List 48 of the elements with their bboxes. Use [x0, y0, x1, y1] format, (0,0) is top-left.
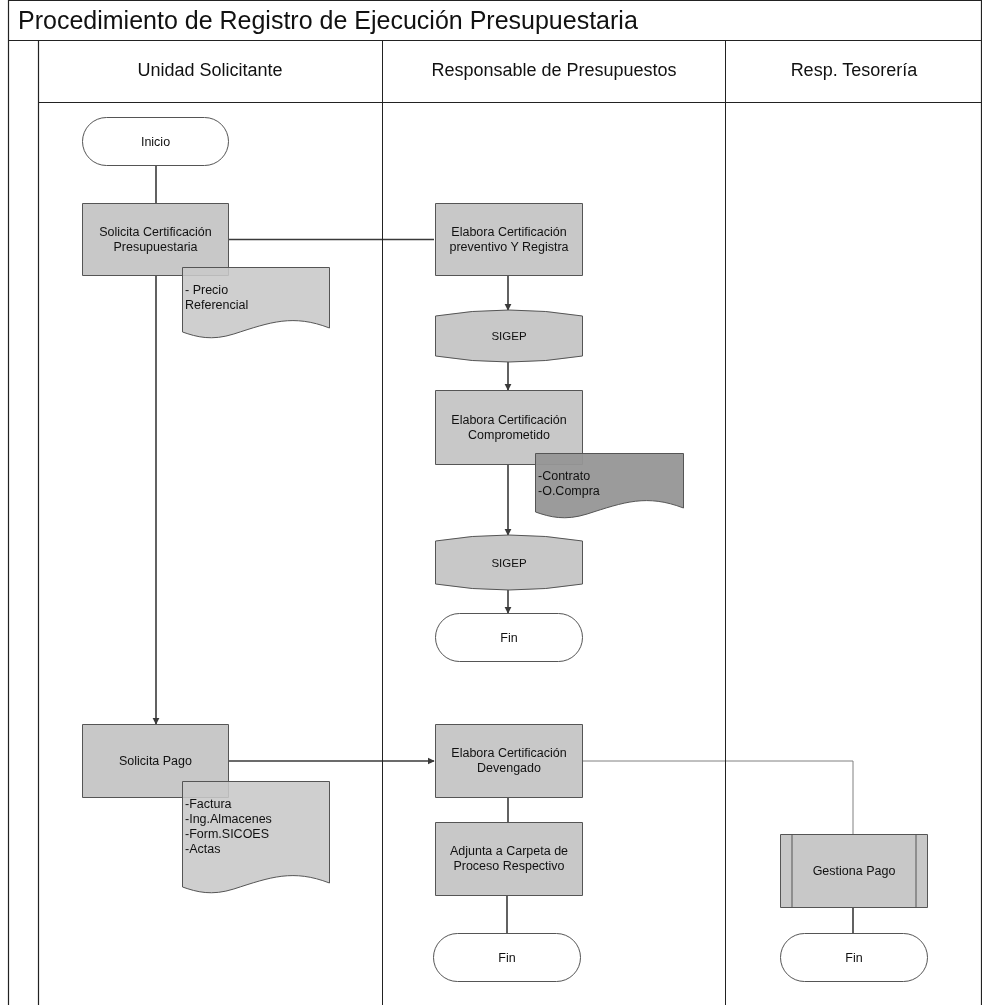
lane-title: Resp. Tesorería: [789, 60, 919, 81]
connector-line: [507, 797, 509, 823]
node-label: Elabora Certificación Devengado: [450, 746, 568, 776]
terminal-shape: [82, 117, 229, 166]
process-box: [435, 203, 583, 276]
process-box: [435, 724, 583, 798]
node-label: Solicita Pago: [118, 753, 193, 769]
node-label: Fin: [499, 630, 519, 645]
document-text: - Precio Referencial: [185, 283, 250, 313]
connector-line: [228, 238, 435, 241]
node-label: SIGEP: [490, 328, 528, 344]
arrow: [504, 464, 512, 536]
lane-title: Responsable de Presupuestos: [430, 60, 678, 81]
node-label: Elabora Certificación Comprometido: [450, 412, 568, 443]
terminal-shape: [435, 613, 583, 662]
arrow: [504, 275, 512, 311]
node-label: Solicita Certificación Presupuestaria: [98, 224, 213, 255]
arrow: [228, 757, 435, 765]
node-label: Fin: [497, 950, 517, 965]
node-label: Inicio: [139, 134, 172, 149]
connector-line: [155, 165, 157, 204]
node-label: Fin: [844, 950, 864, 965]
process-box: [82, 724, 229, 798]
diagram-title: Procedimiento de Registro de Ejecución Presupuestaria: [18, 6, 638, 35]
process-box: [435, 390, 583, 465]
node-label: Elabora Certificación preventivo Y Registra: [448, 224, 570, 255]
connector-line: [506, 895, 508, 934]
connector-line: [581, 760, 854, 835]
document-shape: [535, 453, 684, 520]
process-box: [82, 203, 229, 276]
subprocess-box: [780, 834, 928, 908]
process-box: [435, 822, 583, 896]
arrow: [152, 275, 160, 725]
arrow: [504, 361, 512, 391]
stored-data-shape: [435, 535, 583, 590]
terminal-shape: [780, 933, 928, 982]
document-text: -Contrato -O.Compra: [538, 469, 601, 499]
connector-line: [852, 907, 854, 934]
node-label: Gestiona Pago: [811, 863, 897, 879]
terminal-shape: [433, 933, 581, 982]
stored-data-shape: [435, 310, 583, 362]
document-shape: [182, 267, 330, 340]
lane-title: Unidad Solicitante: [136, 60, 284, 81]
node-label: SIGEP: [490, 555, 528, 570]
document-text: -Factura -Ing.Almacenes -Form.SICOES -Actas: [185, 797, 273, 857]
arrow: [504, 589, 512, 614]
node-label: Adjunta a Carpeta de Proceso Respectivo: [448, 844, 570, 874]
document-shape: [182, 781, 330, 895]
